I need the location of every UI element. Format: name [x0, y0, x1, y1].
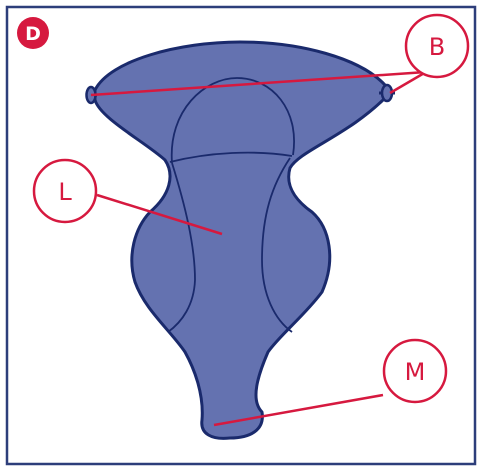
inner-dome — [170, 77, 295, 164]
callout-b-leader-right — [389, 70, 427, 95]
callout-l: L — [32, 158, 98, 224]
callout-m-label: M — [405, 358, 426, 386]
right-seam — [261, 157, 293, 333]
callout-m-leader — [213, 393, 384, 427]
callout-b: B — [404, 13, 470, 79]
panel-badge-label: D — [25, 23, 41, 45]
shape-body — [93, 40, 391, 440]
callout-m: M — [382, 338, 448, 404]
waist-seam — [169, 151, 293, 163]
callout-b-label: B — [429, 33, 445, 61]
panel-badge: D — [17, 17, 49, 49]
callout-l-label: L — [58, 178, 72, 206]
callout-b-leader-left — [90, 70, 427, 97]
left-seam — [167, 162, 196, 333]
callout-l-leader — [96, 193, 223, 236]
